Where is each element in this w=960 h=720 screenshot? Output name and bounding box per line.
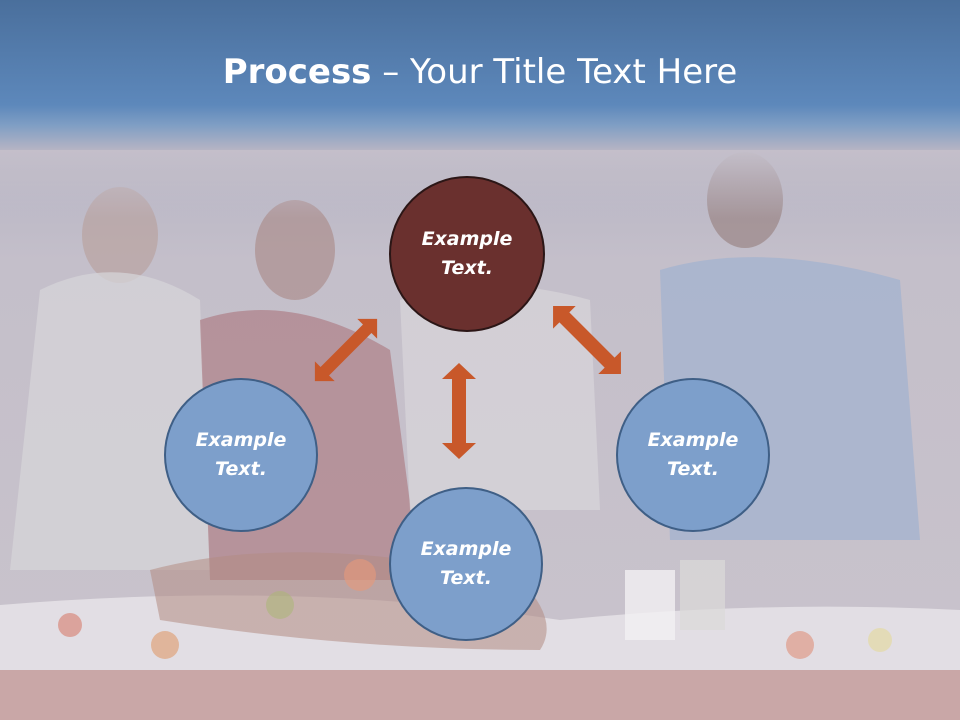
node-text-line2: Text.: [215, 458, 267, 480]
double-arrow-left: [314, 318, 378, 382]
node-text-line2: Text.: [440, 567, 492, 589]
title-bold: Process: [222, 52, 372, 92]
double-arrow-center: [442, 363, 476, 459]
node-text-line1: Example: [421, 228, 513, 250]
node-text-line2: Text.: [441, 257, 493, 279]
node-text-line1: Example: [195, 429, 287, 451]
double-arrow-right: [553, 306, 621, 374]
node-text-line1: Example: [647, 429, 739, 451]
node-text-line1: Example: [420, 538, 512, 560]
node-text-line2: Text.: [667, 458, 719, 480]
title-rest: – Your Title Text Here: [371, 52, 738, 92]
slide-title: Process – Your Title Text Here: [0, 52, 960, 92]
